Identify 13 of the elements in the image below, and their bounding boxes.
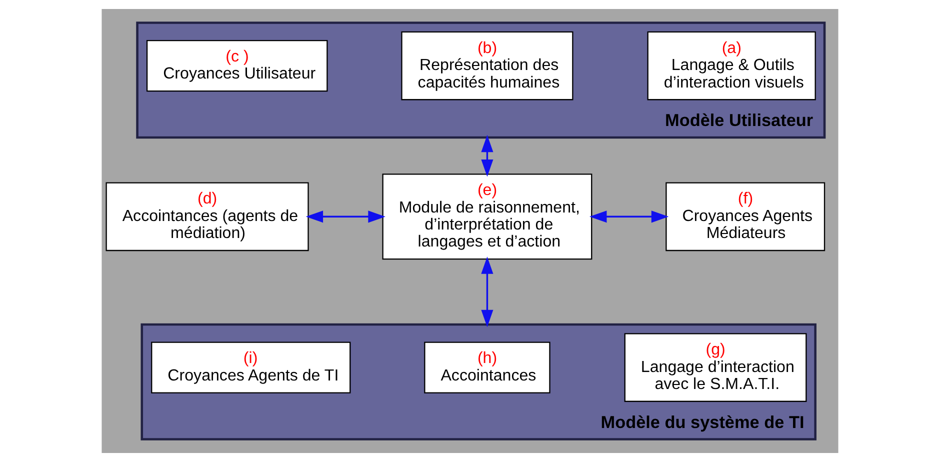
arrow	[588, 210, 668, 222]
arrow	[480, 134, 493, 176]
node-box: (g) Langage d’interaction avec le S.M.A.T.I.	[624, 332, 806, 402]
node-box: (i) Croyances Agents de TI	[150, 341, 350, 393]
node-box: (f) Croyances Agents Médiateurs	[665, 182, 825, 251]
node-box: (c ) Croyances Utilisateur	[146, 39, 328, 92]
node-box: (d) Accointances (agents de médiation)	[105, 182, 308, 251]
arrow	[480, 256, 493, 327]
arrow	[305, 210, 385, 222]
node-box: (e) Module de raisonnement, d’interprétation de langages et d’action	[382, 173, 592, 260]
node-box: (h) Accointances	[424, 341, 550, 393]
node-box: (b) Représentation des capacités humaines	[400, 30, 573, 100]
node-box: (a) Langage & Outils d’interaction visuels	[646, 30, 816, 100]
